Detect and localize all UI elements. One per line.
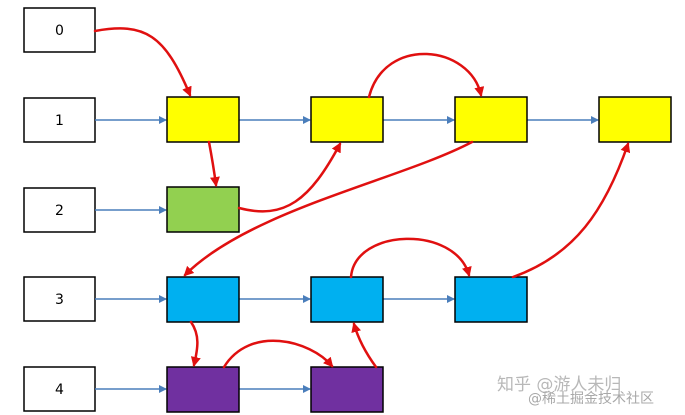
node-yellow-1 [166, 96, 240, 143]
node-blue-1 [166, 276, 240, 323]
red-arrow-b2-to-b3 [349, 237, 472, 279]
node-purple-2 [310, 366, 384, 413]
red-arrow-b1-to-p1 [189, 320, 201, 367]
red-arrow-b3-to-y4 [511, 142, 631, 279]
index-column: 0 1 2 3 4 [23, 7, 96, 412]
red-arrow-p1-to-p2 [222, 339, 334, 369]
watermark-juejin: @稀土掘金技术社区 [528, 391, 654, 407]
red-arrow-y1-to-g1 [207, 140, 220, 187]
index-label-1: 1 [55, 113, 64, 129]
index-box-4: 4 [23, 366, 96, 412]
index-box-2: 2 [23, 187, 96, 233]
index-box-0: 0 [23, 7, 96, 53]
index-box-1: 1 [23, 97, 96, 143]
index-label-3: 3 [55, 292, 64, 308]
red-arrow-g1-to-y2 [237, 142, 342, 213]
red-arrow-y3-to-b1 [183, 140, 474, 277]
red-arrow-index0-to-y1 [93, 27, 192, 97]
nodes [166, 96, 672, 413]
node-blue-3 [454, 276, 528, 323]
index-label-0: 0 [55, 23, 64, 39]
insertion-order-arrows [93, 27, 631, 369]
node-purple-1 [166, 366, 240, 413]
node-blue-2 [310, 276, 384, 323]
index-label-2: 2 [55, 203, 64, 219]
node-yellow-3 [454, 96, 528, 143]
node-green-1 [166, 186, 240, 233]
red-arrow-y2-to-y3 [367, 52, 485, 99]
index-label-4: 4 [55, 382, 64, 398]
index-box-3: 3 [23, 276, 96, 322]
watermark-zhihu: 知乎 @游人未归 [497, 375, 622, 395]
node-yellow-4 [598, 96, 672, 143]
bucket-chain-arrows [95, 116, 599, 393]
red-arrow-p2-to-b2 [351, 322, 378, 369]
node-yellow-2 [310, 96, 384, 143]
